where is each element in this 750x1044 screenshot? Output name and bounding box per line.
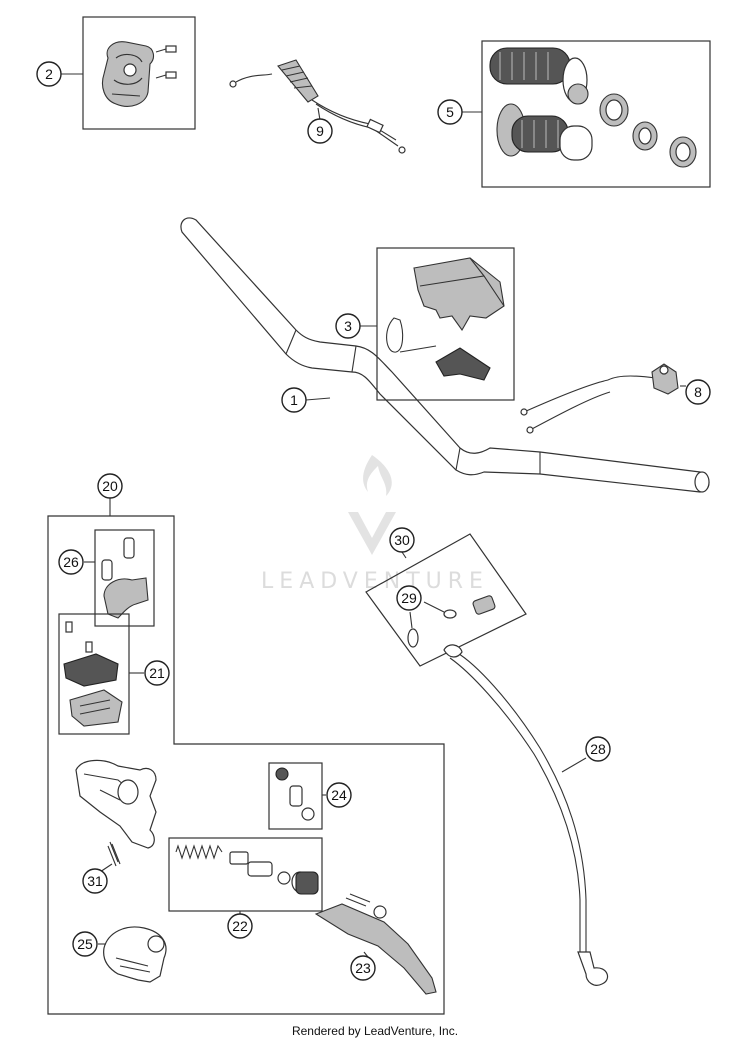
svg-text:25: 25: [77, 936, 93, 952]
callout-26: 26: [58, 549, 84, 575]
svg-text:1: 1: [290, 392, 298, 408]
svg-text:28: 28: [590, 741, 606, 757]
svg-text:2: 2: [45, 66, 53, 82]
leadventure-watermark: LEADVENTURE: [261, 455, 489, 594]
part-1-handlebar: [180, 217, 710, 493]
svg-text:24: 24: [331, 787, 347, 803]
callout-24: 24: [326, 782, 352, 808]
callout-8: 8: [685, 379, 711, 405]
part-30-group: [365, 533, 527, 667]
svg-text:22: 22: [232, 918, 248, 934]
callout-21: 21: [144, 660, 170, 686]
svg-text:31: 31: [87, 873, 103, 889]
callout-28: 28: [585, 736, 611, 762]
callout-25: 25: [72, 931, 98, 957]
callout-31: 31: [82, 868, 108, 894]
callout-5: 5: [437, 99, 463, 125]
watermark-text: LEADVENTURE: [261, 569, 489, 594]
part-2-group: [60, 16, 196, 130]
callout-23: 23: [350, 955, 376, 981]
part-8-group: [520, 363, 686, 434]
svg-text:20: 20: [102, 478, 118, 494]
part-20-group: [47, 498, 445, 1015]
part-3-group: [360, 247, 515, 401]
svg-text:26: 26: [63, 554, 79, 570]
svg-text:30: 30: [394, 532, 410, 548]
callout-1: 1: [281, 387, 307, 413]
svg-text:23: 23: [355, 960, 371, 976]
svg-text:29: 29: [401, 590, 417, 606]
callout-2: 2: [36, 61, 62, 87]
svg-text:3: 3: [344, 318, 352, 334]
part-5-group: [462, 40, 711, 188]
callout-29: 29: [396, 585, 422, 611]
svg-text:8: 8: [694, 384, 702, 400]
callout-3: 3: [335, 313, 361, 339]
svg-text:21: 21: [149, 665, 165, 681]
callout-9: 9: [307, 118, 333, 144]
footer-credit: Rendered by LeadVenture, Inc.: [291, 1024, 459, 1038]
callout-30: 30: [389, 527, 415, 553]
part-9-group: [229, 59, 406, 154]
callout-22: 22: [227, 913, 253, 939]
callout-20: 20: [97, 473, 123, 499]
part-28-group: [443, 644, 609, 986]
svg-text:9: 9: [316, 123, 324, 139]
svg-text:5: 5: [446, 104, 454, 120]
